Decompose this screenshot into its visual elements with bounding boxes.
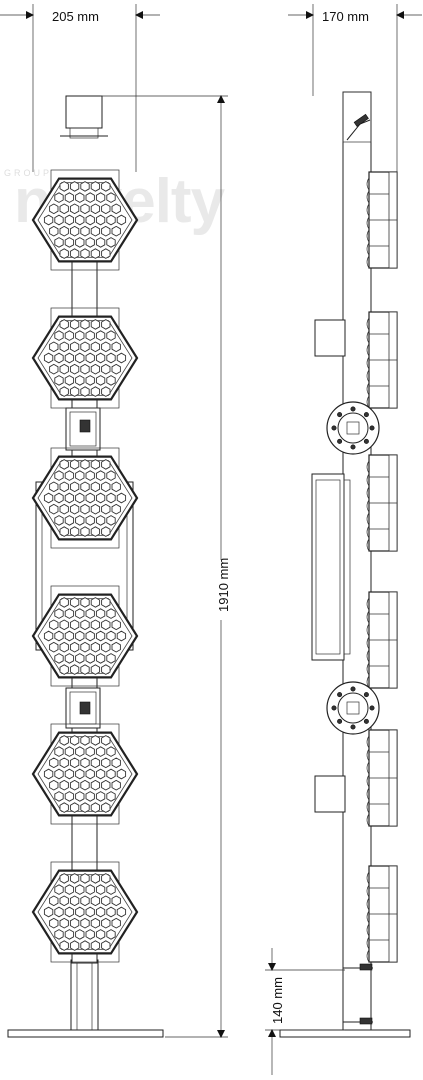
front-pole-lower (70, 959, 99, 1031)
hex-head-3 (31, 447, 139, 549)
hex-cells (43, 735, 127, 813)
side-bracket-lower (314, 775, 346, 813)
side-clamp-middle (343, 963, 373, 971)
dimension-side-depth: 170 mm (288, 4, 422, 180)
rotator-2 (326, 681, 380, 735)
lamp-module-5 (366, 729, 398, 827)
hex-cells (43, 459, 127, 537)
side-bracket-upper (314, 319, 346, 357)
lamp-module-6 (366, 865, 398, 963)
hex-cells (43, 319, 127, 397)
lamp-module-2 (366, 311, 398, 409)
rotator-1 (326, 401, 380, 455)
hex-head-2 (31, 307, 139, 409)
lamp-module-1 (366, 171, 398, 269)
lamp-module-3 (366, 454, 398, 552)
hex-head-6 (31, 861, 139, 963)
dimension-total-height: 1910 mm (100, 95, 231, 1038)
side-depth-label: 170 mm (322, 9, 369, 24)
dimension-front-width: 205 mm (0, 4, 160, 172)
front-motor-upper (65, 407, 101, 451)
front-base-plate (7, 1029, 164, 1038)
hex-cells (43, 597, 127, 675)
lamp-module-4 (366, 591, 398, 689)
hex-cells (43, 181, 127, 259)
side-lamp-modules (366, 171, 398, 963)
hex-head-4 (31, 585, 139, 687)
front-hex-heads (31, 169, 139, 963)
side-panel (311, 473, 351, 661)
hex-head-5 (31, 723, 139, 825)
front-view: 205 mm (0, 4, 164, 1038)
front-top-box (65, 95, 103, 129)
total-height-label: 1910 mm (216, 558, 231, 612)
side-clamp-bottom (343, 1017, 373, 1025)
hex-cells (43, 873, 127, 951)
side-view: 170 mm (265, 4, 422, 1075)
base-height-label: 140 mm (270, 977, 285, 1024)
front-motor-lower (65, 687, 101, 729)
hex-head-1 (31, 169, 139, 271)
watermark-group-text: GROUP (4, 168, 52, 178)
dimension-base-height: 140 mm (265, 948, 345, 1075)
side-base-plate (279, 1029, 411, 1038)
side-rotators (326, 401, 380, 735)
front-width-label: 205 mm (52, 9, 99, 24)
